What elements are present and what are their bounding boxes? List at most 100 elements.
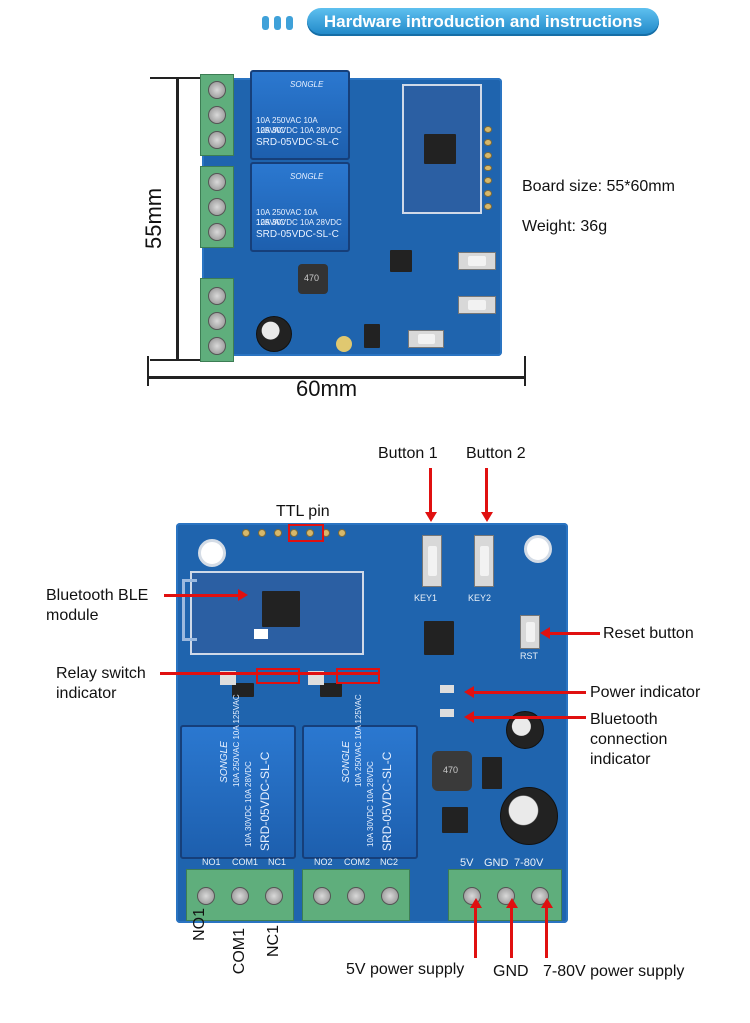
regulator-chip (390, 250, 412, 272)
inductor-label: 470 (304, 273, 320, 283)
buck-chip (442, 807, 468, 833)
button2-arrowhead (481, 512, 493, 522)
nc2-silk: NC2 (380, 857, 399, 867)
key2-silk: KEY2 (468, 593, 492, 603)
width-dimension-line (148, 376, 526, 379)
ble-label-line2: module (46, 607, 99, 624)
button1-arrow (429, 468, 432, 514)
relay-brand: SONGLE (218, 741, 230, 783)
nc1-silk: NC1 (268, 857, 287, 867)
large-capacitor (500, 787, 558, 845)
relay: SONGLE 10A 250VAC 10A 125VAC 10A 30VDC 1… (250, 162, 350, 252)
bluetooth-led (440, 709, 454, 717)
weight-spec: Weight: 36g (522, 218, 608, 235)
power-5v-arrow (474, 906, 477, 958)
key1-button[interactable] (458, 252, 496, 270)
terminal-block (200, 74, 234, 156)
no2-silk: NO2 (314, 857, 333, 867)
power-indicator-label: Power indicator (590, 684, 701, 701)
relay-model: SRD-05VDC-SL-C (256, 229, 339, 240)
crystal (254, 629, 268, 639)
width-dimension-cap (524, 356, 526, 386)
button2-label: Button 2 (466, 445, 526, 462)
rst-button[interactable] (408, 330, 444, 348)
screw-icon (381, 887, 399, 905)
power-5v-label: 5V power supply (346, 961, 465, 978)
screw-icon (208, 131, 226, 149)
reset-label: Reset button (603, 625, 694, 642)
rst-button[interactable] (520, 615, 540, 649)
terminal-block-power (448, 869, 562, 921)
screw-icon (208, 198, 226, 216)
ttl-pin-header (242, 529, 346, 537)
key2-button[interactable] (458, 296, 496, 314)
header-dot (274, 16, 281, 30)
gnd-label: GND (493, 963, 529, 980)
bt-indicator-label-line3: indicator (590, 751, 651, 768)
relay-rating: 10A 30VDC 10A 28VDC (244, 761, 253, 847)
terminal-block-relay1 (186, 869, 294, 921)
bt-indicator-arrowhead (464, 711, 474, 723)
width-dimension-label: 60mm (296, 376, 358, 401)
com1-label: COM1 (231, 928, 248, 975)
power-indicator-arrow (474, 691, 586, 694)
terminal-block (200, 166, 234, 248)
screw-icon (208, 312, 226, 330)
width-dimension-cap (147, 356, 149, 386)
button1-arrowhead (425, 512, 437, 522)
antenna (182, 579, 197, 641)
relay-model: SRD-05VDC-SL-C (258, 751, 272, 851)
relay-indicator-label-line2: indicator (56, 685, 117, 702)
v780-silk: 7-80V (514, 857, 544, 869)
screw-icon (265, 887, 283, 905)
power-780-arrow (545, 906, 548, 958)
relay-rating: 10A 250VAC 10A 125VAC (232, 694, 241, 787)
height-dimension-label: 55mm (141, 187, 166, 249)
button1-label: Button 1 (378, 445, 438, 462)
led-capacitor (336, 336, 352, 352)
ble-chip (262, 591, 300, 627)
gnd-arrow (510, 906, 513, 958)
gnd-silk: GND (484, 857, 509, 869)
transistor (232, 683, 254, 697)
relay-rating: 10A 30VDC 10A 28VDC (256, 218, 342, 227)
key2-button[interactable] (474, 535, 494, 587)
mounting-hole (524, 535, 552, 563)
no1-label: NO1 (191, 908, 208, 941)
power-led (440, 685, 454, 693)
power-780-arrowhead (541, 898, 553, 908)
relay-indicator-box-2 (336, 668, 380, 684)
height-dimension-cap (150, 77, 210, 79)
ble-module (190, 571, 364, 655)
rst-silk: RST (520, 651, 538, 661)
regulator-chip (424, 621, 454, 655)
v5-silk: 5V (460, 857, 474, 869)
no1-silk: NO1 (202, 857, 221, 867)
bt-indicator-arrow (474, 716, 586, 719)
ble-arrow (164, 594, 240, 597)
terminal-block-relay2 (302, 869, 410, 921)
screw-icon (208, 287, 226, 305)
small-chip (364, 324, 380, 348)
key1-button[interactable] (422, 535, 442, 587)
inductor-label: 470 (443, 765, 459, 775)
screw-icon (208, 223, 226, 241)
ble-chip (424, 134, 456, 164)
gnd-arrowhead (506, 898, 518, 908)
header-decoration (262, 16, 293, 30)
top-pcb: SONGLE 10A 250VAC 10A 125VAC 10A 30VDC 1… (200, 70, 502, 362)
height-dimension-cap (150, 359, 210, 361)
screw-icon (208, 106, 226, 124)
ble-module (402, 84, 482, 214)
relay-brand: SONGLE (290, 172, 324, 181)
bottom-pcb: SONGLE 10A 250VAC 10A 125VAC 10A 30VDC 1… (176, 523, 568, 923)
mounting-hole (198, 539, 226, 567)
button2-arrow (485, 468, 488, 514)
board-size-spec: Board size: 55*60mm (522, 178, 675, 195)
bt-indicator-label-line1: Bluetooth (590, 711, 658, 728)
relay-1: SONGLE 10A 250VAC 10A 125VAC 10A 30VDC 1… (180, 694, 296, 859)
inductor: 470 (298, 264, 328, 294)
relay: SONGLE 10A 250VAC 10A 125VAC 10A 30VDC 1… (250, 70, 350, 160)
transistor (320, 683, 342, 697)
key1-silk: KEY1 (414, 593, 438, 603)
